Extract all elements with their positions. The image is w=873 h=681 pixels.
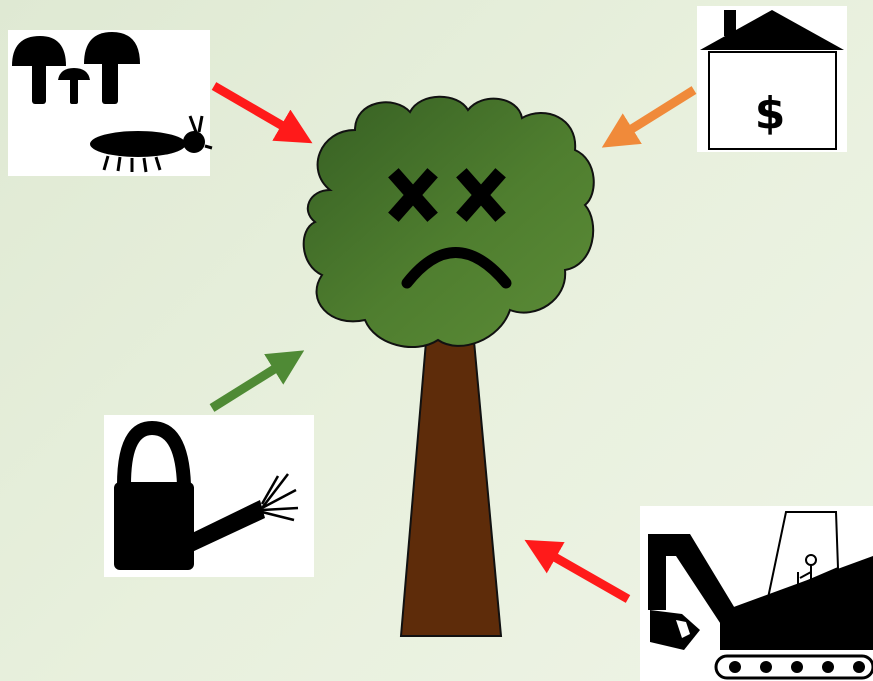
watering-panel [104, 415, 314, 577]
arrow-house-to-tree [614, 90, 694, 140]
construction-panel [640, 506, 873, 681]
tree-foliage [304, 97, 594, 347]
arrow-fungi-to-tree [214, 86, 300, 136]
tree-trunk [401, 330, 501, 636]
arrow-watering-to-tree [212, 358, 292, 408]
property-value-panel: $ [697, 6, 847, 152]
fungi-insects-panel [8, 30, 212, 176]
dollar-sign: $ [755, 88, 786, 139]
arrow-excavator-to-tree [537, 547, 628, 599]
